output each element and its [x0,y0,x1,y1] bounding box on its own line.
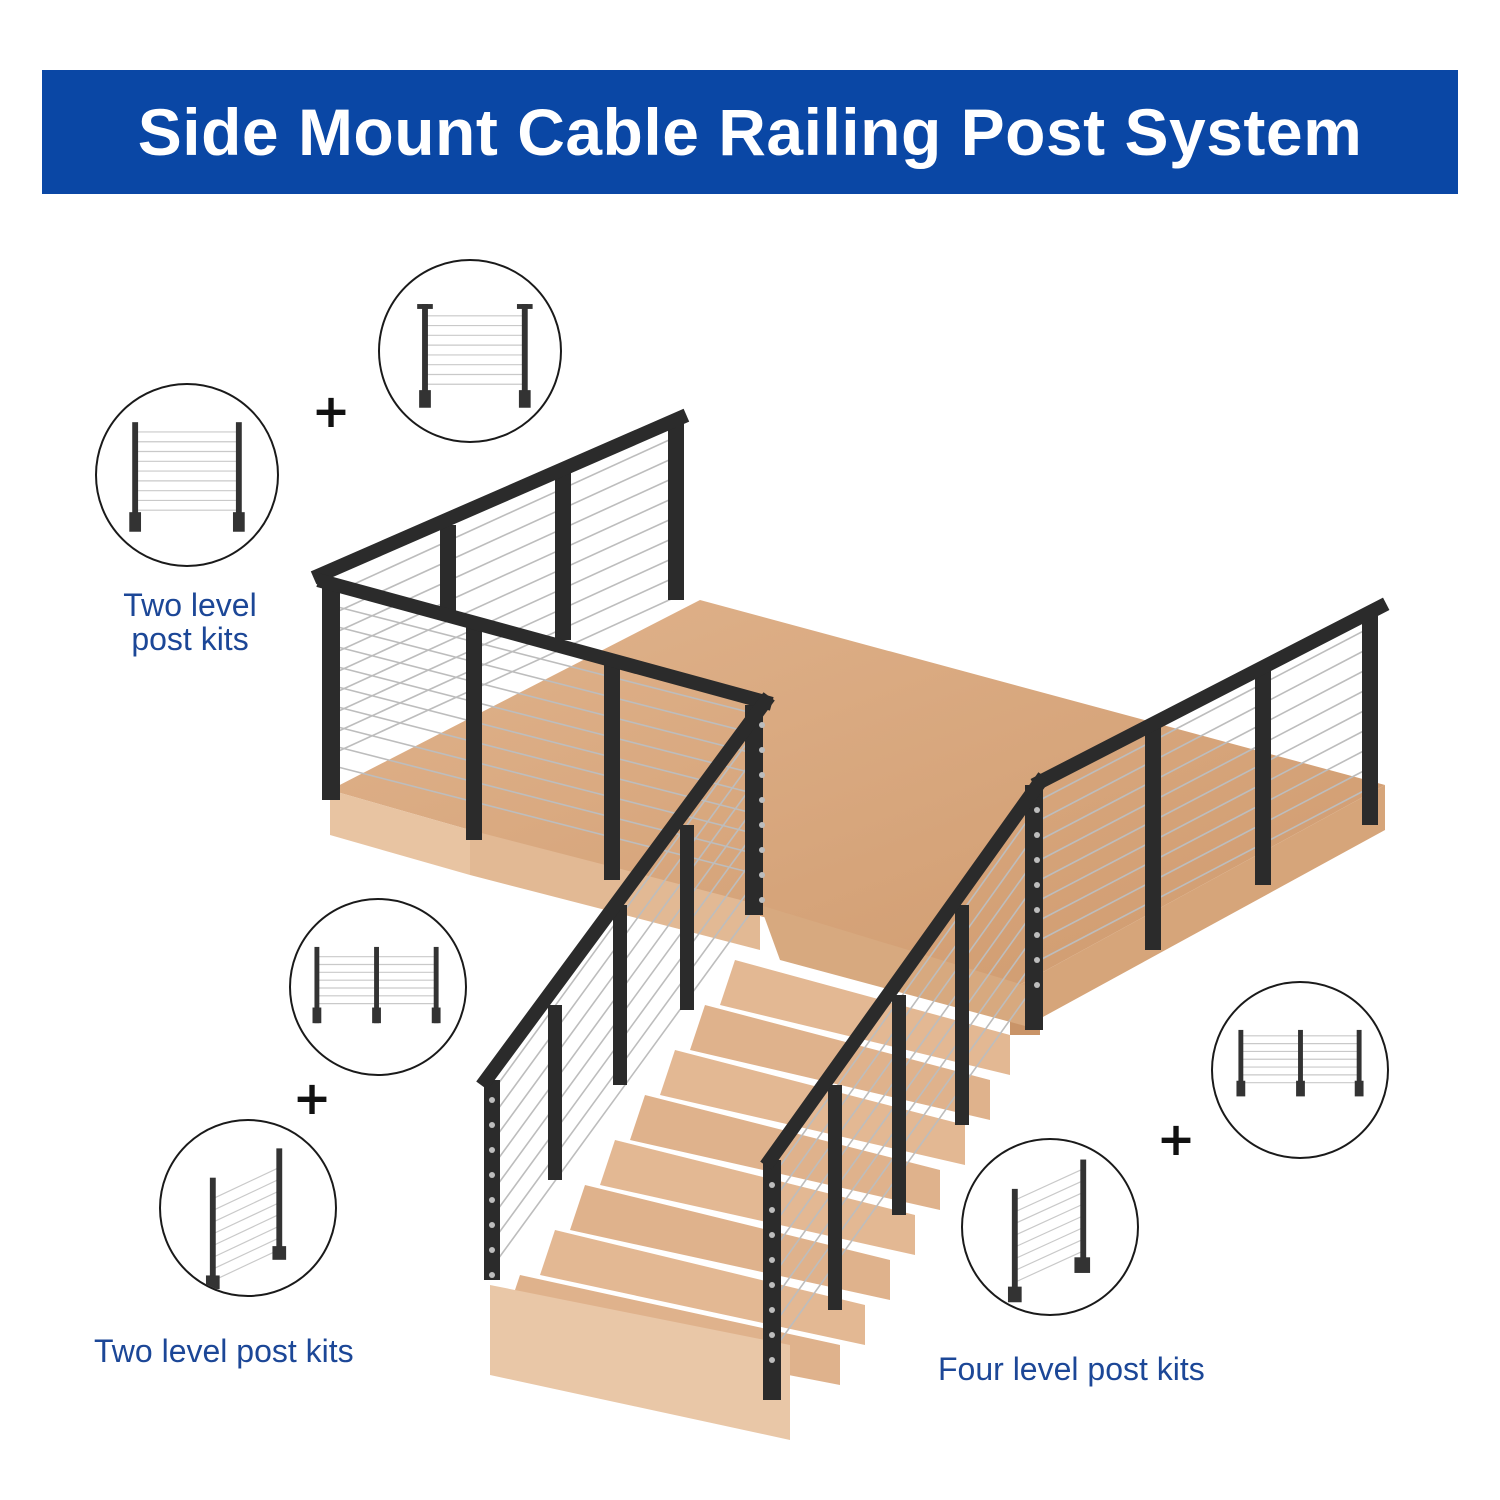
four-level-stair-post-kit-icon [961,1138,1139,1316]
three-post-flat-kit-icon-2 [1211,981,1389,1159]
caption-top-left-line1: Two level [123,587,257,623]
two-level-flat-post-kit-icon [95,383,279,567]
deck-side-left [330,790,470,875]
deck-surface [330,600,1385,990]
cables-right-deck [1039,624,1376,961]
title-banner: Side Mount Cable Railing Post System [42,70,1458,194]
caption-bottom-left: Two level post kits [94,1333,354,1369]
railing-posts [322,420,1378,1400]
page-title: Side Mount Cable Railing Post System [137,95,1363,169]
cable-fittings [489,722,1040,1363]
two-level-flat-post-kit-icon-2 [378,259,562,443]
plus-sign-top: + [311,384,351,438]
plus-sign-left: + [292,1071,332,1125]
cables-upper-left [329,434,681,756]
deck-side-right [1010,785,1385,1035]
caption-top-left-line2: post kits [131,621,249,657]
stair-post-kit-icon [159,1119,337,1297]
three-post-flat-kit-icon [289,898,467,1076]
plus-sign-right: + [1156,1112,1196,1166]
handrails [310,408,1390,1170]
caption-bottom-right: Four level post kits [938,1351,1205,1387]
caption-top-left: Two level post kits [100,588,280,656]
